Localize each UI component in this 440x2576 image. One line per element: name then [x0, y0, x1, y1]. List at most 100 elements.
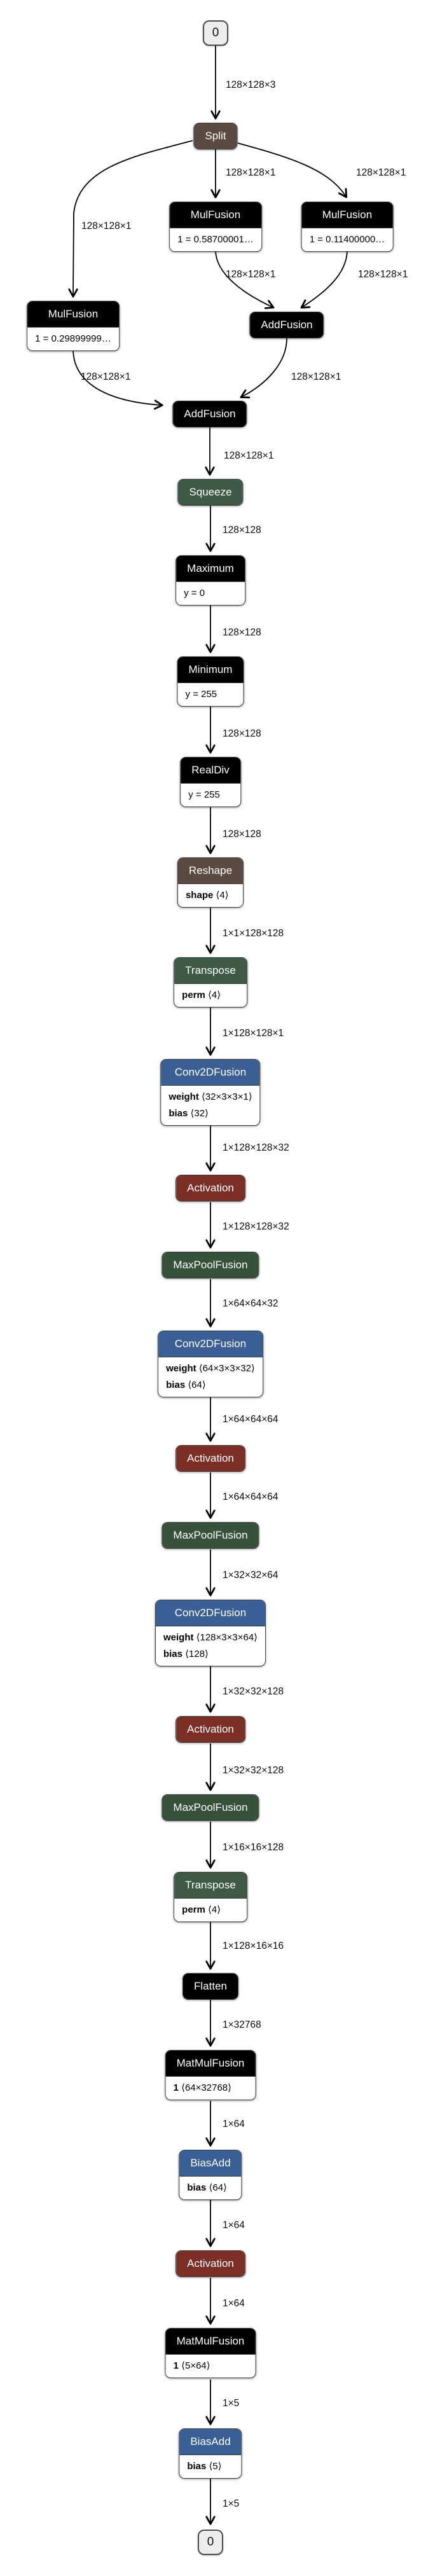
attribute-row: bias ⟨32⟩ [168, 1108, 209, 1119]
edge-label-split-mul-mid: 128×128×1 [226, 167, 276, 178]
node-title-act3: Activation [176, 1717, 245, 1742]
node-title-biasadd1: BiasAdd [179, 2150, 242, 2176]
io-node-input[interactable]: 0 [203, 20, 228, 46]
node-act1[interactable]: Activation [175, 1175, 245, 1201]
attribute-row: weight ⟨32×3×3×1⟩ [168, 1091, 252, 1102]
node-biasadd2[interactable]: BiasAdd bias ⟨5⟩ [179, 2428, 242, 2479]
node-pool3[interactable]: MaxPoolFusion [162, 1794, 259, 1821]
node-conv1[interactable]: Conv2DFusion weight ⟨32×3×3×1⟩ bias ⟨32⟩ [160, 1059, 261, 1126]
node-attributes-minimum: y = 255 [177, 682, 244, 706]
edge-label-conv3-act3: 1×32×32×128 [223, 1686, 284, 1697]
node-attributes-transpose1: perm ⟨4⟩ [174, 983, 247, 1007]
attribute-row: bias ⟨5⟩ [187, 2461, 222, 2472]
io-node-output[interactable]: 0 [198, 2530, 223, 2555]
node-attributes-mul-left: 1 = 0.29899999… [27, 327, 119, 350]
attribute-row: 1 = 0.11400000… [309, 234, 385, 245]
node-title-pool3: MaxPoolFusion [162, 1795, 259, 1820]
edge-label-maximum-minimum: 128×128 [223, 627, 261, 638]
node-attributes-conv2: weight ⟨64×3×3×32⟩ bias ⟨64⟩ [158, 1357, 263, 1397]
node-title-act1: Activation [176, 1175, 245, 1201]
edge-label-act1-pool1: 1×128×128×32 [223, 1221, 289, 1232]
edge-label-matmul2-biasadd2: 1×5 [223, 2398, 240, 2409]
node-title-conv2: Conv2DFusion [158, 1331, 263, 1357]
node-attributes-transpose2: perm ⟨4⟩ [174, 1898, 247, 1922]
node-title-reshape: Reshape [177, 858, 244, 883]
edge-mul-left-add2 [72, 349, 162, 405]
node-title-squeeze: Squeeze [178, 480, 243, 505]
node-title-split: Split [194, 123, 237, 149]
attribute-row: perm ⟨4⟩ [182, 1904, 221, 1915]
node-title-matmul1: MatMulFusion [165, 2051, 256, 2076]
node-biasadd1[interactable]: BiasAdd bias ⟨64⟩ [179, 2150, 242, 2200]
node-matmul1[interactable]: MatMulFusion 1 ⟨64×32768⟩ [165, 2050, 256, 2100]
node-split[interactable]: Split [193, 123, 238, 149]
edge-label-reshape-transpose1: 1×1×128×128 [223, 928, 284, 939]
node-title-act4: Activation [176, 2251, 245, 2276]
node-title-flatten: Flatten [183, 1974, 238, 1999]
edge-label-act4-matmul2: 1×64 [223, 2298, 245, 2309]
edge-label-matmul1-biasadd1: 1×64 [223, 2119, 245, 2129]
edge-label-input-split: 128×128×3 [226, 80, 276, 90]
edge-label-pool2-conv3: 1×32×32×64 [223, 1570, 278, 1581]
node-title-mul-mid: MulFusion [170, 202, 261, 228]
attribute-row: 1 ⟨64×32768⟩ [173, 2082, 231, 2093]
node-attributes-realdiv: y = 255 [181, 783, 240, 807]
node-squeeze[interactable]: Squeeze [177, 479, 244, 506]
node-title-pool1: MaxPoolFusion [162, 1252, 259, 1278]
edge-label-mul-right-add1: 128×128×1 [358, 269, 408, 280]
attribute-row: weight ⟨64×3×3×32⟩ [166, 1363, 255, 1374]
edge-label-split-mul-right: 128×128×1 [356, 167, 406, 178]
node-attributes-conv1: weight ⟨32×3×3×1⟩ bias ⟨32⟩ [161, 1085, 260, 1125]
node-title-mul-left: MulFusion [27, 301, 119, 327]
node-title-transpose2: Transpose [174, 1873, 247, 1898]
node-title-matmul2: MatMulFusion [165, 2329, 256, 2354]
edge-label-mul-left-add2: 128×128×1 [81, 371, 131, 382]
edge-label-squeeze-maximum: 128×128 [223, 525, 261, 536]
node-title-conv1: Conv2DFusion [161, 1060, 260, 1085]
attribute-row: weight ⟨128×3×3×64⟩ [163, 1632, 258, 1643]
edge-mul-mid-add1 [215, 249, 273, 307]
edge-split-mul-left [73, 140, 193, 296]
node-title-add1: AddFusion [250, 312, 324, 338]
node-pool2[interactable]: MaxPoolFusion [162, 1522, 259, 1549]
node-act4[interactable]: Activation [175, 2250, 245, 2277]
node-title-add2: AddFusion [173, 401, 247, 427]
attribute-row: bias ⟨64⟩ [166, 1380, 206, 1390]
edge-label-add2-squeeze: 128×128×1 [224, 450, 274, 461]
edge-label-pool3-transpose2: 1×16×16×128 [223, 1842, 284, 1853]
node-transpose2[interactable]: Transpose perm ⟨4⟩ [174, 1872, 247, 1922]
node-reshape[interactable]: Reshape shape ⟨4⟩ [177, 857, 244, 908]
edge-label-realdiv-reshape: 128×128 [223, 829, 261, 840]
attribute-row: shape ⟨4⟩ [185, 890, 229, 901]
node-attributes-biasadd2: bias ⟨5⟩ [179, 2455, 242, 2478]
node-mul-left[interactable]: MulFusion 1 = 0.29899999… [27, 301, 120, 351]
node-act3[interactable]: Activation [175, 1716, 245, 1743]
edge-label-act3-pool3: 1×32×32×128 [223, 1765, 284, 1776]
node-flatten[interactable]: Flatten [182, 1973, 238, 2000]
edge-label-conv2-act2: 1×64×64×64 [223, 1414, 278, 1425]
edge-label-transpose2-flatten: 1×128×16×16 [223, 1941, 284, 1951]
node-conv2[interactable]: Conv2DFusion weight ⟨64×3×3×32⟩ bias ⟨64⟩ [158, 1331, 263, 1397]
node-add2[interactable]: AddFusion [172, 401, 247, 427]
node-act2[interactable]: Activation [175, 1445, 245, 1472]
node-attributes-matmul2: 1 ⟨5×64⟩ [165, 2354, 256, 2378]
node-attributes-mul-right: 1 = 0.11400000… [301, 228, 393, 251]
node-pool1[interactable]: MaxPoolFusion [162, 1252, 259, 1278]
node-title-conv3: Conv2DFusion [155, 1600, 266, 1626]
node-title-maximum: Maximum [176, 556, 245, 581]
edge-label-pool1-conv2: 1×64×64×32 [223, 1298, 278, 1309]
attribute-row: bias ⟨64⟩ [187, 2182, 227, 2193]
attribute-row: 1 = 0.29899999… [35, 333, 111, 344]
node-title-biasadd2: BiasAdd [179, 2429, 242, 2455]
node-add1[interactable]: AddFusion [249, 312, 324, 338]
